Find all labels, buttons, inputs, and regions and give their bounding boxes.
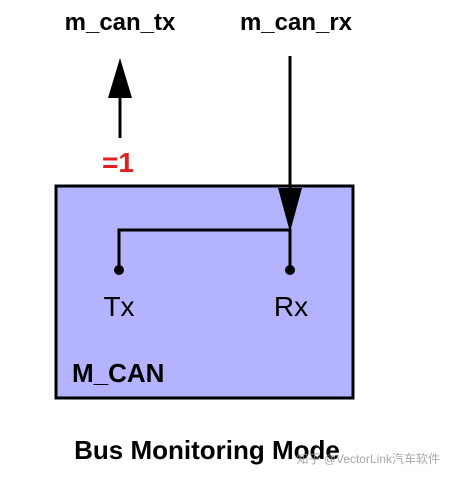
tx-pin-label: Tx	[103, 291, 134, 322]
diagram-caption: Bus Monitoring Mode	[74, 435, 340, 465]
tx-up-arrowhead	[108, 58, 132, 98]
m-can-block-label: M_CAN	[72, 358, 164, 388]
tx-value-label: =1	[102, 147, 134, 178]
rx-down-arrowhead	[278, 188, 302, 232]
tx-signal-label: m_can_tx	[65, 9, 176, 36]
m-can-block	[54, 184, 355, 400]
tx-pin-dot	[114, 265, 124, 275]
rx-pin-dot	[285, 265, 295, 275]
rx-pin-label: Rx	[274, 291, 308, 322]
watermark-text: 知乎 @VectorLink汽车软件	[296, 451, 440, 466]
internal-loopback-path	[117, 228, 292, 270]
rx-signal-label: m_can_rx	[240, 9, 353, 36]
